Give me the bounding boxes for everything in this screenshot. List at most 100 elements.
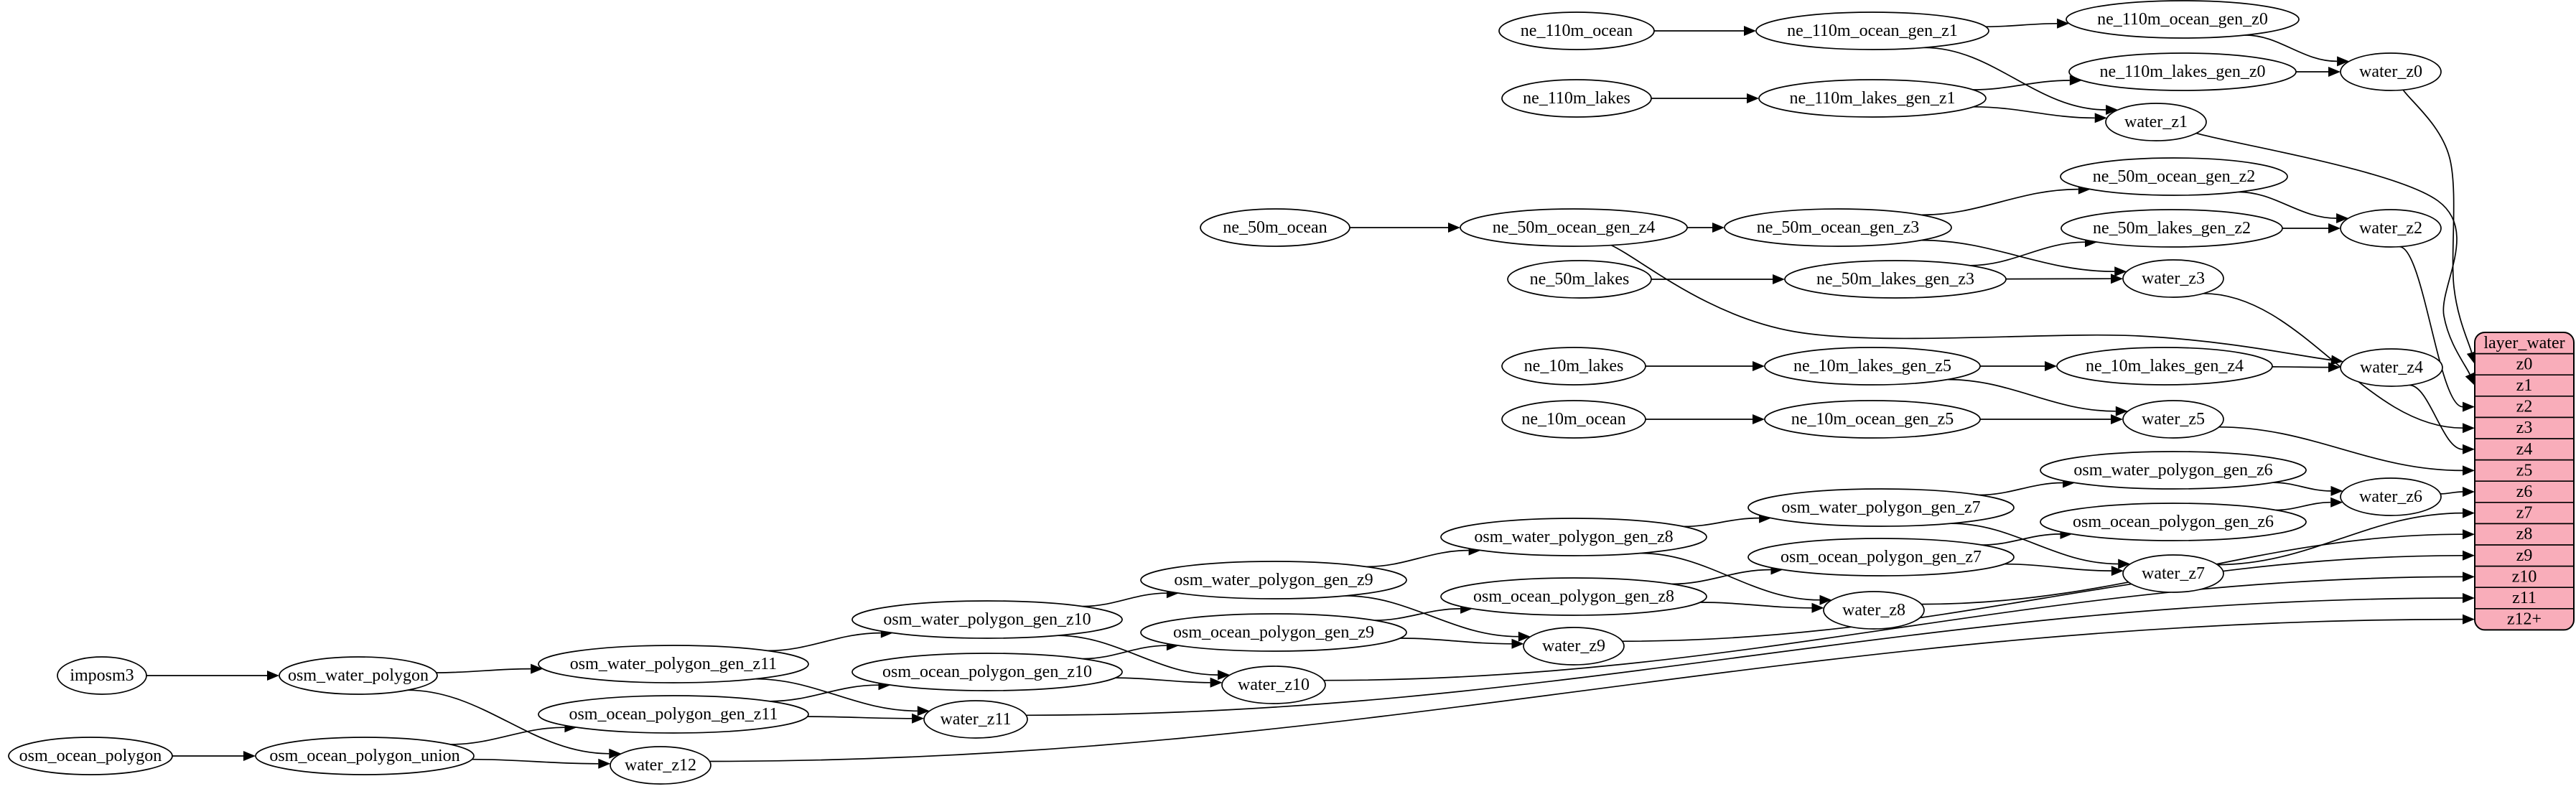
edge-osm-water-polygon-gen-z11-to-water-z11 — [755, 678, 930, 716]
node-osm-ocean-polygon-gen-z8: osm_ocean_polygon_gen_z8 — [1440, 577, 1707, 616]
osm-ocean-polygon-gen-z11-label: osm_ocean_polygon_gen_z11 — [569, 705, 778, 724]
node-layer-water-record: layer_waterz0z1z2z3z4z5z6z7z8z9z10z11z12… — [2474, 332, 2575, 631]
ne-110m-ocean-gen-z0-label: ne_110m_ocean_gen_z0 — [2097, 10, 2268, 29]
ne-110m-lakes-label: ne_110m_lakes — [1523, 89, 1630, 108]
edge-osm-ocean-polygon-gen-z7-to-water-z7 — [2004, 563, 2124, 576]
node-ne-50m-ocean-gen-z2: ne_50m_ocean_gen_z2 — [2060, 157, 2288, 196]
node-ne-110m-lakes: ne_110m_lakes — [1501, 79, 1652, 118]
layer-water-row-z11: z11 — [2512, 589, 2537, 607]
edge-osm-ocean-polygon-gen-z8-to-osm-ocean-polygon-gen-z7 — [1671, 564, 1783, 585]
imposm3-label: imposm3 — [70, 666, 134, 685]
edge-ne-110m-lakes-gen-z1-to-water-z1 — [1973, 106, 2107, 123]
edge-osm-ocean-polygon-gen-z6-to-water-z6 — [2275, 497, 2343, 511]
osm-water-polygon-gen-z6-shape — [2040, 451, 2307, 490]
water-z3-label: water_z3 — [2142, 269, 2205, 288]
ne-50m-ocean-gen-z3-label: ne_50m_ocean_gen_z3 — [1757, 218, 1920, 237]
ne-50m-ocean-gen-z2-shape — [2060, 157, 2288, 196]
ne-50m-lakes-gen-z3-label: ne_50m_lakes_gen_z3 — [1816, 270, 1974, 289]
osm-water-polygon-gen-z10-shape — [851, 600, 1123, 639]
osm-water-polygon-gen-z11-label: osm_water_polygon_gen_z11 — [570, 655, 777, 673]
node-ne-110m-ocean: ne_110m_ocean — [1498, 11, 1655, 50]
water-z0-label: water_z0 — [2359, 62, 2422, 81]
ne-50m-lakes-gen-z2-label: ne_50m_lakes_gen_z2 — [2093, 219, 2251, 238]
osm-ocean-polygon-gen-z7-label: osm_ocean_polygon_gen_z7 — [1781, 548, 1982, 566]
edge-water-z10-to-layer-water-z10 — [1323, 571, 2475, 681]
water-z11-label: water_z11 — [940, 710, 1011, 729]
ne-50m-ocean-gen-z3-shape — [1724, 208, 1952, 247]
osm-ocean-polygon-gen-z7-shape — [1747, 538, 2015, 576]
edge-osm-water-polygon-gen-z10-to-osm-water-polygon-gen-z9 — [1083, 588, 1179, 607]
edge-water-z7-to-layer-water-z7 — [2217, 508, 2475, 566]
layer-water-row-z8: z8 — [2516, 525, 2533, 543]
water-z5-label: water_z5 — [2142, 410, 2205, 429]
osm-water-polygon-label: osm_water_polygon — [288, 666, 429, 685]
ne-50m-lakes-shape — [1507, 260, 1652, 299]
layer-water-row-z7: z7 — [2516, 504, 2533, 523]
ne-10m-lakes-label: ne_10m_lakes — [1524, 357, 1624, 375]
edge-osm-water-polygon-gen-z7-to-water-z7 — [1951, 523, 2131, 569]
layer-water-title: layer_water — [2483, 334, 2565, 353]
ne-10m-ocean-gen-z5-shape — [1764, 400, 1981, 439]
water-z6-label: water_z6 — [2359, 487, 2422, 506]
water-z4-shape — [2340, 348, 2443, 387]
ne-10m-ocean-shape — [1501, 400, 1646, 439]
water-z2-shape — [2340, 209, 2442, 248]
water-z8-label: water_z8 — [1842, 601, 1905, 620]
layer-water-row-z5: z5 — [2516, 461, 2533, 480]
edge-ne-10m-lakes-gen-z4-to-water-z4 — [2272, 362, 2341, 373]
edge-osm-ocean-polygon-gen-z10-to-osm-ocean-polygon-gen-z9 — [1083, 640, 1179, 660]
node-ne-50m-lakes: ne_50m_lakes — [1507, 260, 1652, 299]
node-osm-water-polygon-gen-z8: osm_water_polygon_gen_z8 — [1440, 518, 1707, 556]
ne-110m-lakes-gen-z0-shape — [2068, 52, 2297, 91]
edge-osm-ocean-polygon-gen-z9-to-water-z9 — [1399, 638, 1524, 649]
node-ne-10m-ocean-gen-z5: ne_10m_ocean_gen_z5 — [1764, 400, 1981, 439]
edge-osm-water-polygon-gen-z8-to-water-z8 — [1640, 552, 1832, 605]
osm-ocean-polygon-union-shape — [255, 737, 475, 775]
edge-osm-ocean-polygon-gen-z7-to-osm-ocean-polygon-gen-z6 — [1982, 528, 2073, 546]
layer-water-row-z9: z9 — [2516, 546, 2533, 565]
node-ne-10m-lakes-gen-z4: ne_10m_lakes_gen_z4 — [2056, 347, 2273, 386]
edge-ne-110m-lakes-gen-z1-to-ne-110m-lakes-gen-z0 — [1973, 75, 2082, 90]
node-water-z11: water_z11 — [923, 700, 1028, 739]
node-water-z4: water_z4 — [2340, 348, 2443, 387]
node-water-z3: water_z3 — [2122, 259, 2224, 298]
layer-water-row-z6: z6 — [2516, 482, 2533, 501]
node-osm-water-polygon-gen-z9: osm_water_polygon_gen_z9 — [1140, 561, 1407, 599]
edge-osm-water-polygon-gen-z9-to-water-z9 — [1345, 595, 1531, 642]
water-z10-shape — [1221, 666, 1326, 704]
edge-water-z11-to-layer-water-z11 — [1026, 593, 2475, 716]
water-z6-shape — [2340, 477, 2442, 516]
ne-50m-ocean-gen-z4-label: ne_50m_ocean_gen_z4 — [1493, 218, 1656, 237]
layer-water-row-z2: z2 — [2516, 398, 2533, 416]
node-osm-water-polygon-gen-z11: osm_water_polygon_gen_z11 — [538, 645, 809, 683]
edge-osm-ocean-polygon-gen-z8-to-water-z8 — [1699, 602, 1824, 613]
osm-water-polygon-gen-z11-shape — [538, 645, 809, 683]
ne-10m-lakes-gen-z4-shape — [2056, 347, 2273, 386]
node-water-z8: water_z8 — [1823, 591, 1925, 630]
node-water-z6: water_z6 — [2340, 477, 2442, 516]
edge-ne-110m-ocean-gen-z0-to-water-z0 — [2245, 34, 2350, 67]
ne-50m-lakes-label: ne_50m_lakes — [1530, 270, 1630, 289]
osm-ocean-polygon-gen-z9-shape — [1140, 613, 1407, 652]
ne-10m-lakes-gen-z5-label: ne_10m_lakes_gen_z5 — [1793, 357, 1951, 375]
layer-water-row-z4: z4 — [2516, 440, 2533, 459]
water-z9-label: water_z9 — [1542, 637, 1605, 655]
edge-ne-50m-ocean-gen-z3-to-water-z3 — [1921, 239, 2127, 277]
osm-water-polygon-gen-z9-label: osm_water_polygon_gen_z9 — [1174, 571, 1373, 589]
node-water-z0: water_z0 — [2340, 52, 2442, 91]
osm-water-polygon-gen-z8-shape — [1440, 518, 1707, 556]
osm-water-polygon-gen-z10-label: osm_water_polygon_gen_z10 — [883, 610, 1091, 629]
layer-water-row-z1: z1 — [2516, 376, 2533, 395]
water-z9-shape — [1523, 627, 1625, 666]
edge-water-z4-to-layer-water-z4 — [2409, 384, 2475, 454]
node-ne-110m-ocean-gen-z0: ne_110m_ocean_gen_z0 — [2066, 0, 2300, 39]
ne-110m-lakes-shape — [1501, 79, 1652, 118]
node-osm-ocean-polygon-gen-z6: osm_ocean_polygon_gen_z6 — [2040, 503, 2307, 541]
edge-water-z2-to-layer-water-z2 — [2399, 246, 2475, 412]
node-water-z7: water_z7 — [2122, 554, 2224, 593]
water-z10-label: water_z10 — [1238, 676, 1310, 694]
edge-water-z5-to-layer-water-z5 — [2218, 426, 2475, 476]
node-water-z2: water_z2 — [2340, 209, 2442, 248]
water-z1-label: water_z1 — [2124, 113, 2188, 131]
